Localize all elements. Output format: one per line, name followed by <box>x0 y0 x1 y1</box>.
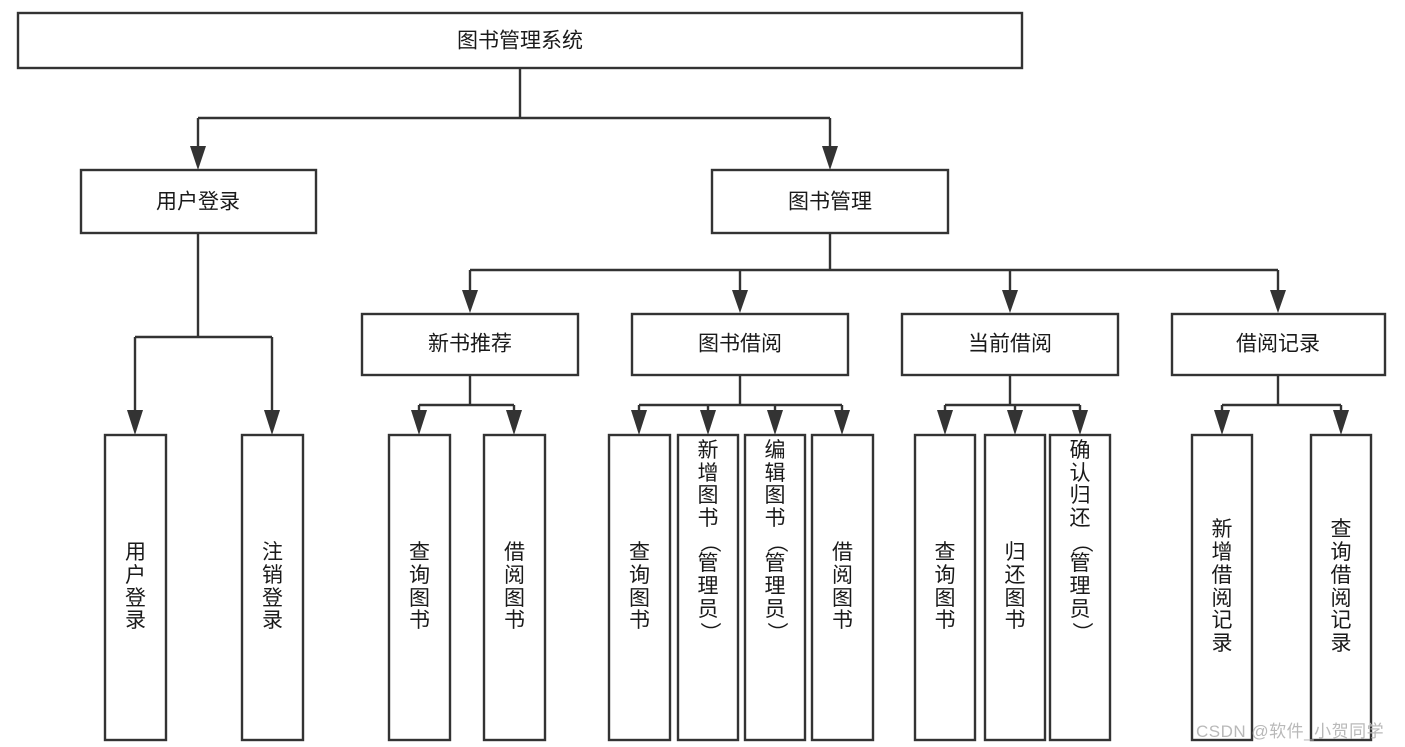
leaf-box-query-book-3[interactable] <box>913 433 977 742</box>
leaf-box-query-record[interactable] <box>1309 433 1373 742</box>
leaf-boxes <box>103 433 1373 742</box>
arrow-head-leaf-query-book-2 <box>631 410 647 435</box>
arrow-head-borrow-record <box>1270 290 1286 313</box>
arrow-head-leaf-borrow-book-1 <box>506 410 522 435</box>
node-book-management-box[interactable] <box>710 168 950 235</box>
leaf-box-query-book-2[interactable] <box>607 433 672 742</box>
node-borrow-record-label: 借阅记录 <box>1236 333 1320 356</box>
arrow-head-leaf-return-book <box>1007 410 1023 435</box>
node-new-book-recommend-label: 新书推荐 <box>428 333 512 356</box>
leaf-box-add-record[interactable] <box>1190 433 1254 742</box>
arrow-head-leaf-query-record <box>1333 410 1349 435</box>
connectors-book-management-to-level3 <box>462 233 1286 313</box>
leaf-box-confirm-return[interactable] <box>1048 433 1112 742</box>
node-root[interactable]: 图书管理系统 <box>16 11 1024 70</box>
arrow-head-book-management <box>822 146 838 170</box>
connectors-root-to-level2 <box>190 68 838 170</box>
connectors-book-borrow-to-leaves <box>631 375 850 435</box>
node-current-borrow[interactable]: 当前借阅 <box>900 312 1120 377</box>
node-current-borrow-box[interactable] <box>900 312 1120 377</box>
arrow-head-user-login <box>190 146 206 170</box>
node-book-management[interactable]: 图书管理 <box>710 168 950 235</box>
node-user-login-box[interactable] <box>79 168 318 235</box>
arrow-head-leaf-logout-login <box>264 410 280 435</box>
arrow-head-new-book-recommend <box>462 290 478 313</box>
leaf-box-user-login[interactable] <box>103 433 168 742</box>
connectors-current-borrow-to-leaves <box>937 375 1088 435</box>
node-new-book-recommend-box[interactable] <box>360 312 580 377</box>
arrow-head-leaf-edit-book <box>767 410 783 435</box>
node-user-login[interactable]: 用户登录 <box>79 168 318 235</box>
node-borrow-record[interactable]: 借阅记录 <box>1170 312 1387 377</box>
arrow-head-leaf-confirm-return <box>1072 410 1088 435</box>
arrow-head-leaf-query-book-1 <box>411 410 427 435</box>
node-root-label: 图书管理系统 <box>457 30 583 53</box>
arrow-head-book-borrow <box>732 290 748 313</box>
arrow-head-current-borrow <box>1002 290 1018 313</box>
csdn-watermark: CSDN @软件_小贺同学 <box>1196 722 1385 741</box>
arrow-head-leaf-user-login <box>127 410 143 435</box>
node-book-borrow[interactable]: 图书借阅 <box>630 312 850 377</box>
node-book-borrow-label: 图书借阅 <box>698 333 782 356</box>
node-new-book-recommend[interactable]: 新书推荐 <box>360 312 580 377</box>
leaf-box-add-book[interactable] <box>676 433 740 742</box>
arrow-head-leaf-add-record <box>1214 410 1230 435</box>
arrow-head-leaf-borrow-book-2 <box>834 410 850 435</box>
connectors-borrow-record-to-leaves <box>1214 375 1349 435</box>
leaf-box-edit-book[interactable] <box>743 433 807 742</box>
arrow-head-leaf-query-book-3 <box>937 410 953 435</box>
node-book-management-label: 图书管理 <box>788 191 872 214</box>
connectors-new-book-to-leaves <box>411 375 522 435</box>
node-borrow-record-box[interactable] <box>1170 312 1387 377</box>
leaf-box-return-book[interactable] <box>983 433 1047 742</box>
node-root-box[interactable] <box>16 11 1024 70</box>
node-book-borrow-box[interactable] <box>630 312 850 377</box>
leaf-box-query-book-1[interactable] <box>387 433 452 742</box>
node-user-login-label: 用户登录 <box>156 191 240 214</box>
connectors-user-login-to-leaves <box>127 233 280 435</box>
leaf-box-logout-login[interactable] <box>240 433 305 742</box>
leaf-box-borrow-book-1[interactable] <box>482 433 547 742</box>
node-current-borrow-label: 当前借阅 <box>968 333 1052 356</box>
leaf-box-borrow-book-2[interactable] <box>810 433 875 742</box>
arrow-head-leaf-add-book <box>700 410 716 435</box>
